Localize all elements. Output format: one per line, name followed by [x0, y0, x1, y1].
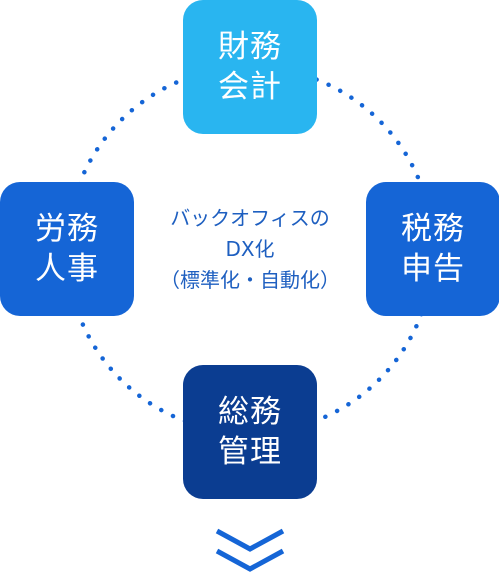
box-label-line2: 人事 — [35, 251, 99, 287]
box-general-affairs: 総務 管理 — [183, 365, 317, 499]
double-chevron-down-icon — [215, 528, 285, 572]
box-label-line1: 税務 — [401, 211, 465, 247]
box-label-line1: 総務 — [218, 394, 282, 430]
box-label-line2: 会計 — [218, 69, 282, 105]
box-label-line1: 労務 — [35, 211, 99, 247]
box-labor-hr: 労務 人事 — [0, 182, 134, 316]
box-tax-filing: 税務 申告 — [366, 182, 499, 316]
box-finance-accounting: 財務 会計 — [183, 0, 317, 134]
center-caption-line2: DX化 — [225, 237, 275, 261]
box-label-line1: 財務 — [218, 29, 282, 65]
center-caption-line1: バックオフィスの — [170, 206, 330, 230]
box-label-line2: 申告 — [401, 251, 465, 287]
center-caption: バックオフィスの DX化 （標準化・自動化） — [140, 203, 360, 296]
center-caption-line3: （標準化・自動化） — [160, 268, 340, 292]
box-label-line2: 管理 — [218, 434, 282, 470]
